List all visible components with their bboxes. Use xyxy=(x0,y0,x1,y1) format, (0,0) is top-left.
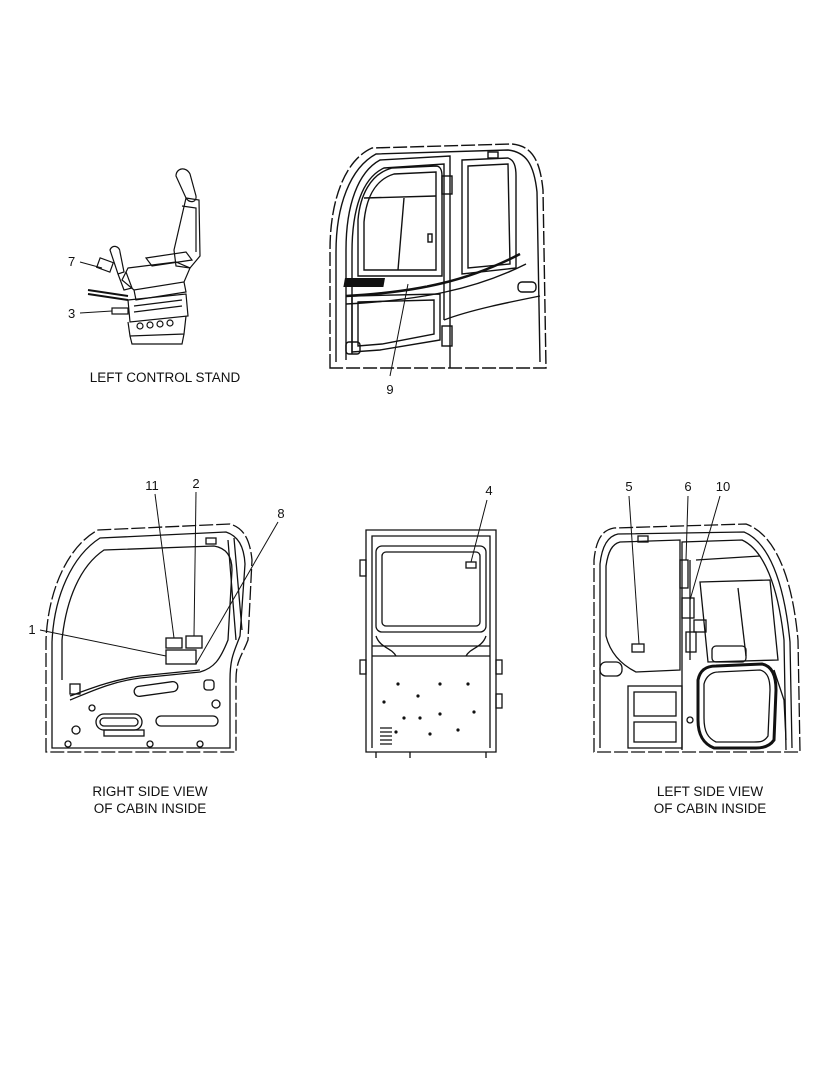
rear-view-dots xyxy=(382,682,476,736)
callout-1-number: 1 xyxy=(28,622,35,637)
callout-7-number: 7 xyxy=(68,254,75,269)
caption-left-side-line1: LEFT SIDE VIEW xyxy=(657,784,764,799)
door-logo-text: DOOSAN xyxy=(397,281,429,288)
callout-2-number: 2 xyxy=(192,476,199,491)
callout-3-number: 3 xyxy=(68,306,75,321)
callout-8: 8 xyxy=(195,506,285,665)
callout-1: 1 xyxy=(28,622,167,657)
callout-5: 5 xyxy=(625,479,640,645)
caption-right-side-line1: RIGHT SIDE VIEW xyxy=(92,784,208,799)
callout-4-number: 4 xyxy=(485,483,492,498)
callout-11: 11 xyxy=(145,478,175,639)
callout-5-number: 5 xyxy=(625,479,632,494)
rear-view-drawing xyxy=(359,529,503,758)
callout-7: 7 xyxy=(68,254,103,269)
callout-10: 10 xyxy=(689,479,730,601)
callout-10-number: 10 xyxy=(716,479,730,494)
callout-3: 3 xyxy=(68,306,113,321)
left-side-view-drawing xyxy=(593,523,801,753)
seat-drawing xyxy=(87,168,201,345)
callout-9: 9 xyxy=(386,283,409,397)
door-logo: DOOSAN xyxy=(343,278,429,288)
cabin-exterior-drawing xyxy=(329,143,547,369)
callout-11-number: 11 xyxy=(145,478,159,493)
callout-9-number: 9 xyxy=(386,382,393,397)
caption-left-side-line2: OF CABIN INSIDE xyxy=(654,801,767,816)
callout-2: 2 xyxy=(192,476,200,637)
caption-left-control-stand: LEFT CONTROL STAND xyxy=(90,370,241,385)
callout-6: 6 xyxy=(684,479,692,561)
callout-8-number: 8 xyxy=(277,506,284,521)
callout-4: 4 xyxy=(470,483,493,563)
caption-right-side-line2: OF CABIN INSIDE xyxy=(94,801,207,816)
right-side-view-drawing xyxy=(45,523,253,753)
callout-6-number: 6 xyxy=(684,479,691,494)
